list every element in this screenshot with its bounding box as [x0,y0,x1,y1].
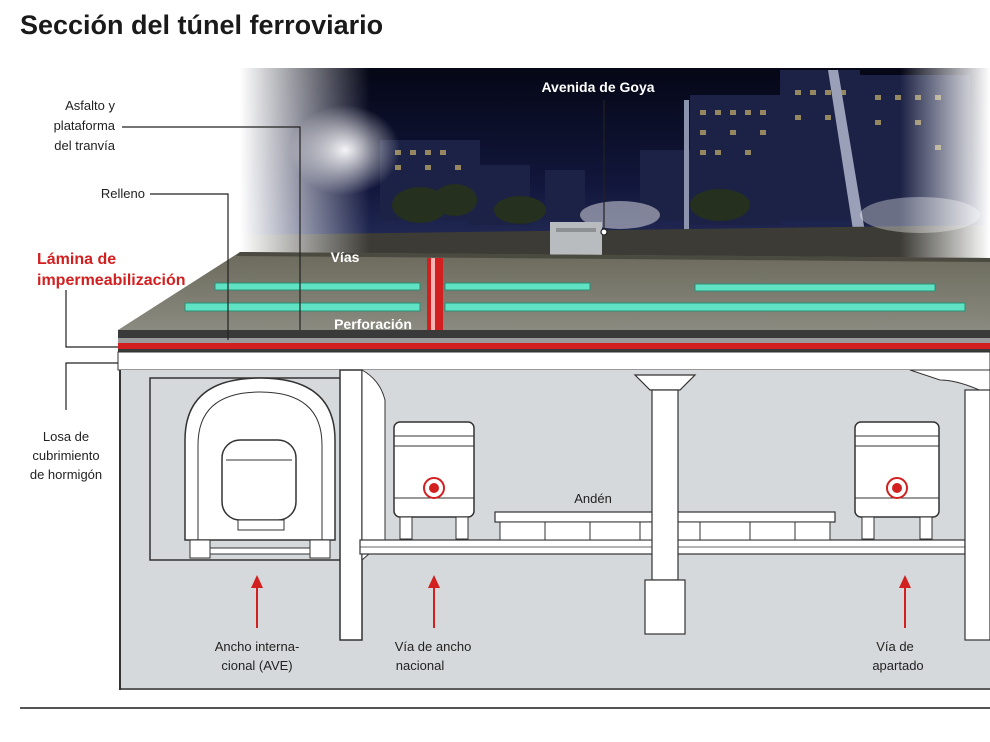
leader-lines [65,100,608,410]
label-lamina-1: Lámina de [37,251,116,268]
train-national [393,421,475,540]
structural-layers [117,330,990,371]
svg-text:Asfalto y: Asfalto y [65,98,115,113]
label-asfalto-1: Asfalto y [65,98,115,113]
track-arrows [251,575,911,628]
label-nacional-1: Vía de ancho [395,639,472,654]
label-avenida: Avenida de Goya [541,79,654,95]
label-apartado-2: apartado [872,658,923,673]
label-apartado-1: Vía de [876,639,914,654]
label-vias: Vías [331,249,360,265]
svg-text:del tranvía: del tranvía [54,138,115,153]
label-losa-2: cubrimiento [32,448,99,463]
tram-tracks [184,282,966,312]
svg-text:plataforma: plataforma [54,118,116,133]
label-asfalto-2: plataforma [54,118,116,133]
label-anden: Andén [574,491,612,506]
tunnel-body [119,369,990,690]
label-ave-2: cional (AVE) [221,658,292,673]
label-nacional-2: nacional [396,658,445,673]
label-lamina-2: impermeabilización [37,272,186,289]
label-ave-1: Ancho interna- [215,639,300,654]
central-column [633,374,697,635]
label-losa-3: de hormigón [30,467,102,482]
labels: Asfalto y plataforma del tranvía Relleno… [30,79,924,673]
page-title: Sección del túnel ferroviario [20,10,384,40]
bottom-divider [20,707,990,709]
label-perforacion: Perforación [334,316,412,332]
label-relleno: Relleno [101,186,145,201]
label-asfalto-3: del tranvía [54,138,115,153]
train-apartado [854,421,940,540]
label-losa-1: Losa de [43,429,89,444]
